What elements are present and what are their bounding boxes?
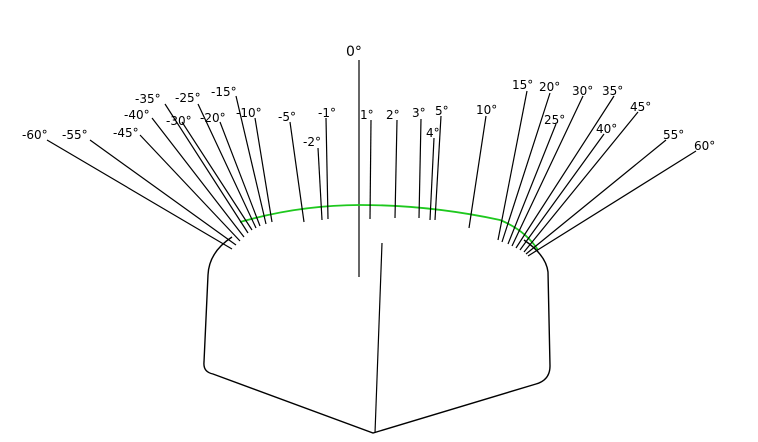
center-line [374, 242, 383, 434]
angle-ray-minus-55 [89, 139, 237, 246]
angle-label-plus-1: 1° [360, 108, 374, 122]
angle-ray-plus-25 [507, 123, 557, 245]
angle-ray-minus-45 [139, 134, 241, 242]
deck-arc [239, 204, 539, 251]
angle-ray-plus-15 [497, 90, 528, 241]
angle-ray-plus-10 [468, 115, 487, 229]
angle-ray-minus-25 [197, 103, 257, 229]
angle-label-plus-5: 5° [435, 104, 449, 118]
angle-label-minus-1: -1° [318, 106, 336, 120]
angle-label-plus-40: 40° [596, 122, 617, 136]
angle-ray-plus-35 [515, 95, 615, 249]
angle-ray-plus-2 [394, 119, 398, 219]
angle-label-plus-35: 35° [602, 84, 623, 98]
angle-labels: -60° -55° -45° -40° -35° -30° -25° -20° -15° -10°… [22, 78, 715, 153]
angle-ray-minus-30 [181, 121, 253, 231]
angle-rays [46, 90, 697, 257]
angle-label-plus-15: 15° [512, 78, 533, 92]
angle-ray-plus-4 [429, 137, 435, 221]
angle-ray-plus-3 [418, 118, 422, 219]
angle-ray-minus-2 [317, 147, 323, 221]
angle-ray-plus-40 [519, 133, 605, 251]
angle-ray-plus-1 [369, 119, 372, 220]
angle-label-plus-25: 25° [544, 113, 565, 127]
angle-label-minus-40: -40° [124, 108, 150, 122]
angle-ray-minus-5 [289, 121, 305, 223]
angle-label-plus-45: 45° [630, 100, 651, 114]
zero-degree-label: 0° [346, 44, 362, 60]
angle-label-plus-3: 3° [412, 106, 426, 120]
angle-label-minus-35: -35° [135, 92, 161, 106]
angle-label-minus-15: -15° [211, 85, 237, 99]
angle-label-minus-10: -10° [236, 106, 262, 120]
angle-label-plus-30: 30° [572, 84, 593, 98]
angle-label-plus-4: 4° [426, 126, 440, 140]
angle-label-minus-60: -60° [22, 128, 48, 142]
hull-outline [203, 236, 551, 434]
angle-ray-minus-35 [164, 103, 249, 234]
angle-ray-plus-45 [523, 111, 639, 253]
angle-label-plus-60: 60° [694, 139, 715, 153]
angle-label-minus-20: -20° [200, 111, 226, 125]
angle-label-plus-20: 20° [539, 80, 560, 94]
angle-ray-minus-60 [46, 139, 233, 250]
angle-label-minus-30: -30° [166, 114, 192, 128]
angle-ray-minus-40 [151, 117, 245, 238]
angle-ray-plus-20 [501, 92, 551, 243]
angle-ray-minus-1 [325, 117, 329, 220]
angle-ray-plus-60 [527, 150, 697, 257]
angle-label-plus-55: 55° [663, 128, 684, 142]
angle-label-minus-45: -45° [113, 126, 139, 140]
angle-label-minus-5: -5° [278, 110, 296, 124]
angle-ray-minus-10 [254, 117, 273, 223]
angle-ray-plus-5 [434, 115, 442, 221]
angle-ray-plus-55 [525, 139, 667, 255]
angle-ray-minus-20 [219, 121, 261, 227]
angle-label-minus-55: -55° [62, 128, 88, 142]
angle-label-minus-25: -25° [175, 91, 201, 105]
angle-label-plus-2: 2° [386, 108, 400, 122]
angle-ray-plus-30 [511, 95, 584, 247]
angle-label-minus-2: -2° [303, 135, 321, 149]
angle-ray-minus-15 [235, 95, 267, 225]
angle-label-plus-10: 10° [476, 103, 497, 117]
